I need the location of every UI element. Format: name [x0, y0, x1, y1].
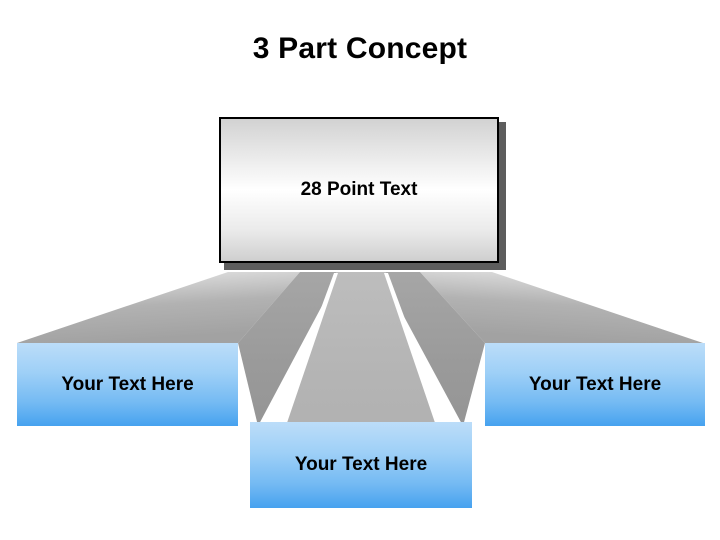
left-wedge-outer [17, 272, 300, 343]
branch-panel-left-label: Your Text Here [61, 373, 194, 395]
branch-panel-center[interactable]: Your Text Here [250, 422, 472, 508]
top-concept-box-label: 28 Point Text [300, 179, 418, 200]
branch-panel-center-label: Your Text Here [294, 454, 428, 475]
right-wedge-inner [380, 272, 485, 426]
branch-panel-right[interactable]: Your Text Here [485, 343, 705, 426]
right-wedge-outer [420, 272, 703, 343]
page-title: 3 Part Concept [252, 32, 468, 65]
branch-panel-right-label: Your Text Here [528, 373, 662, 395]
branch-panel-left[interactable]: Your Text Here [17, 343, 238, 426]
top-concept-box[interactable]: 28 Point Text [219, 117, 499, 263]
left-wedge-inner [238, 272, 340, 426]
